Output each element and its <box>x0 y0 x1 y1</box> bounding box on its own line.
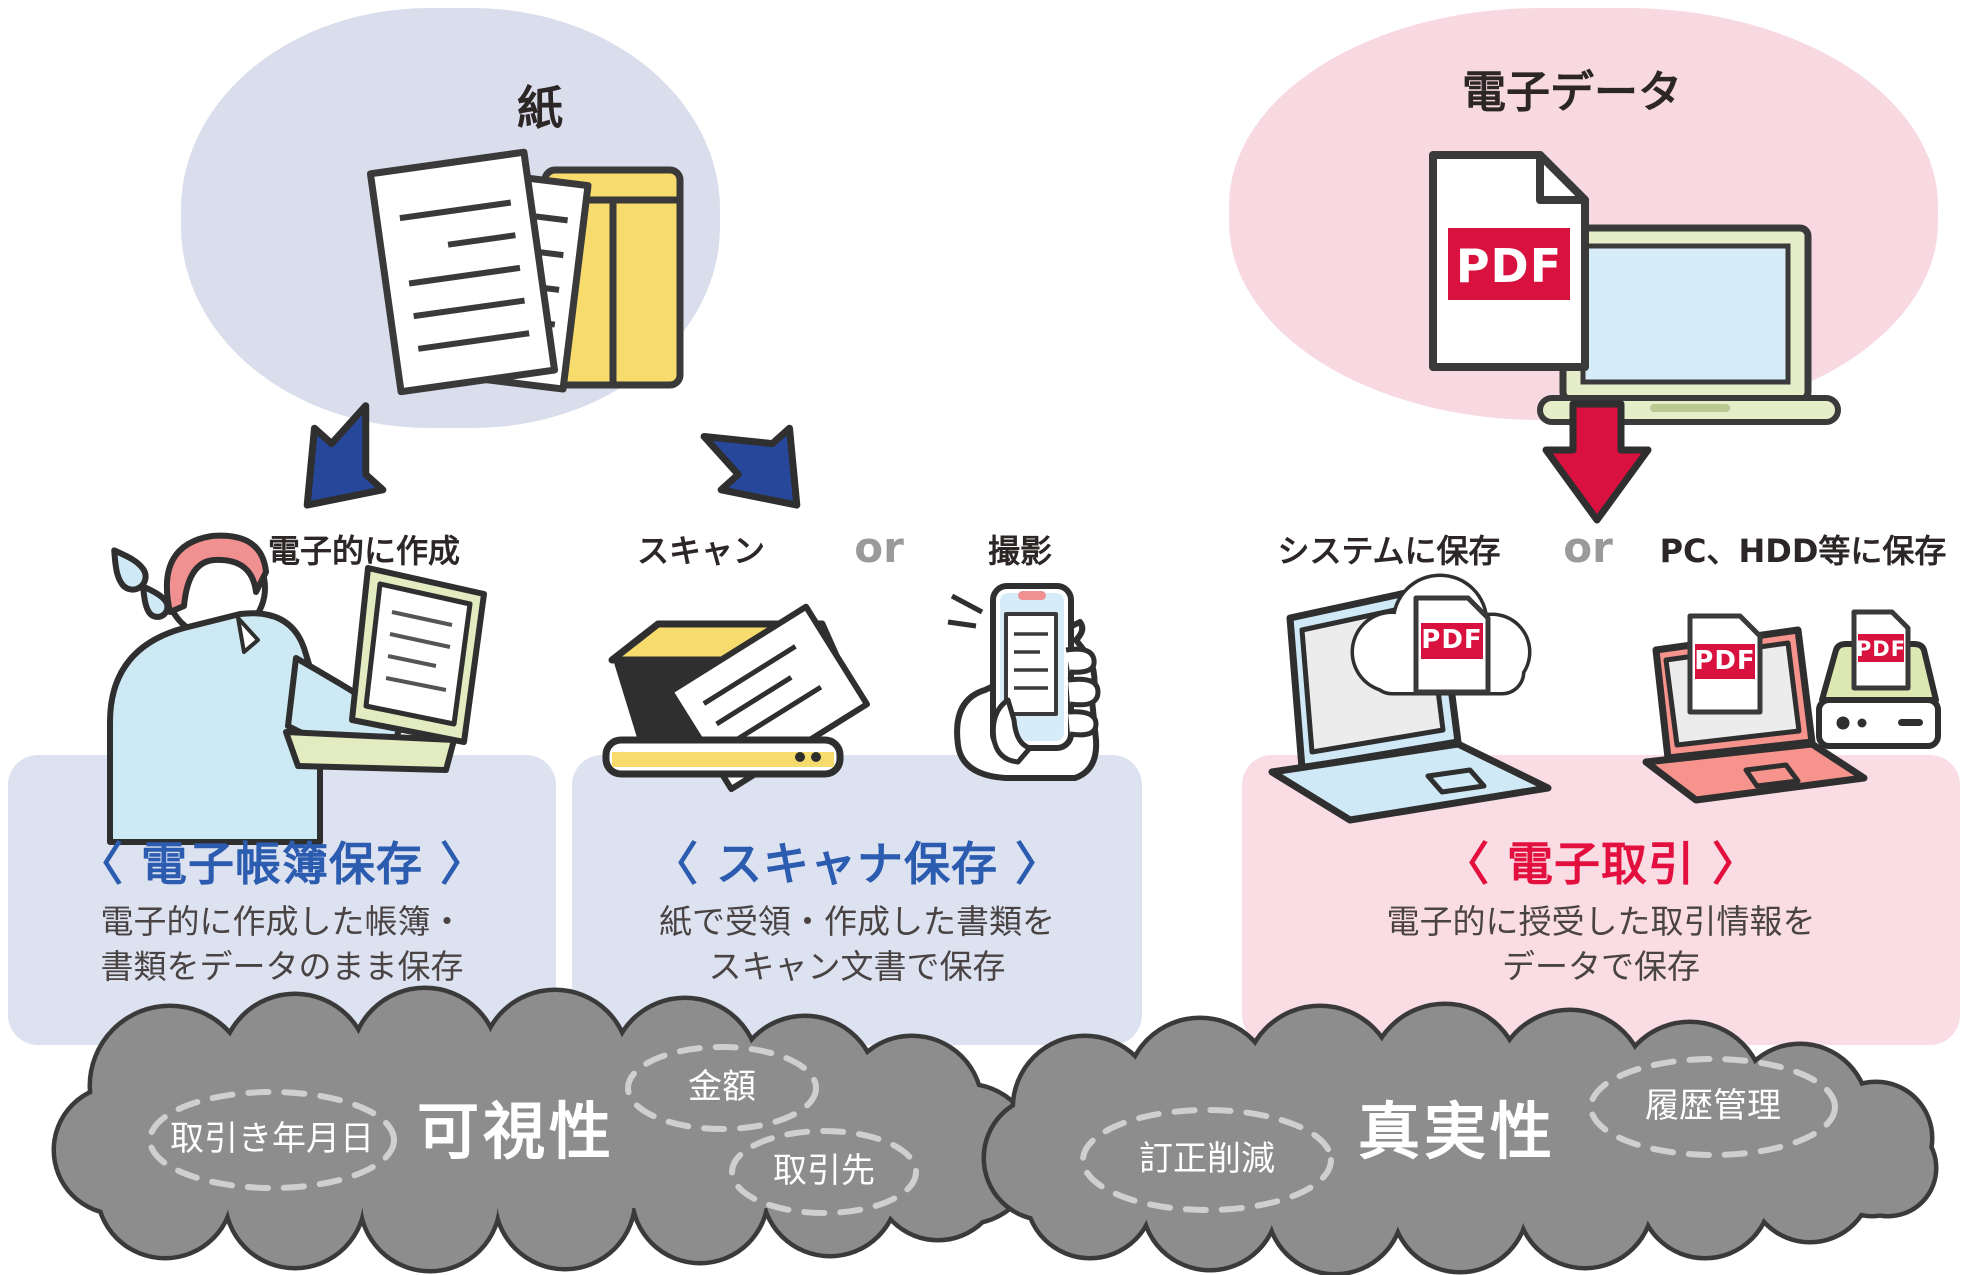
document-on-screen-icon <box>1004 612 1058 716</box>
or-label-left: or <box>854 523 904 572</box>
scanner-save-heading: 〈 スキャナ保存 〉 <box>651 837 1063 891</box>
laptop-icon-worker <box>283 565 487 773</box>
pdf-badge-main: PDF <box>1455 239 1563 293</box>
tag-amount: 金額 <box>688 1067 756 1107</box>
worker-illustration <box>107 532 487 845</box>
sweat-drop-icon <box>111 547 149 593</box>
pdf-file-icon-pc <box>1687 613 1763 715</box>
method-label-system: システムに保存 <box>1277 532 1501 570</box>
tag-transaction-date: 取引き年月日 <box>170 1119 374 1159</box>
worker-shirt <box>236 616 260 654</box>
denshi-chobo-heading: 〈 電子帳簿保存 〉 <box>76 837 488 891</box>
requirement-cloud-left <box>51 985 1039 1274</box>
hdd-icon <box>1816 609 1941 749</box>
scanner-save-box <box>572 755 1142 1045</box>
requirement-cloud-right <box>981 1001 1939 1275</box>
edata-source-label: 電子データ <box>1462 67 1682 118</box>
pdf-file-icon-hdd <box>1851 609 1911 691</box>
tag-oval-correction <box>1080 1107 1334 1213</box>
pdf-badge-cloud: PDF <box>1421 625 1483 655</box>
scanner-icon <box>602 603 870 793</box>
paper-sheet-front-icon <box>366 148 559 396</box>
denshi-torihiki-line1: 電子的に授受した取引情報を <box>1386 902 1816 941</box>
method-label-shoot: 撮影 <box>987 532 1053 570</box>
tag-oval-partner <box>729 1128 919 1216</box>
denshi-chobo-line1: 電子的に作成した帳簿・ <box>100 902 464 941</box>
camera-flash-marks-icon <box>947 593 984 629</box>
thumb-icon <box>990 697 1033 765</box>
paper-documents-icon <box>366 148 684 396</box>
smartphone-icon <box>947 583 1101 781</box>
method-label-scan: スキャン <box>636 532 766 570</box>
pdf-file-icon-main <box>1429 151 1589 371</box>
arrow-paper-to-scan-icon <box>700 424 801 509</box>
worker-body <box>107 610 323 845</box>
sweat-drop-icon <box>140 583 171 620</box>
scanner-save-line1: 紙で受領・作成した書類を <box>659 902 1055 941</box>
scanner-save-line2: スキャン文書で保存 <box>708 947 1006 986</box>
worker-hair <box>163 532 269 615</box>
denshi-torihiki-heading: 〈 電子取引 〉 <box>1442 837 1760 891</box>
pdf-badge-pc: PDF <box>1694 646 1756 676</box>
cloud-system-illustration <box>1268 573 1552 824</box>
tag-correction: 訂正削減 <box>1139 1139 1275 1179</box>
pdf-badge-hdd: PDF <box>1855 637 1907 661</box>
or-label-right: or <box>1563 523 1613 572</box>
fingers-icon <box>1065 646 1101 738</box>
method-label-create: 電子的に作成 <box>267 532 461 570</box>
denshi-torihiki-line2: データで保存 <box>1502 947 1700 986</box>
arrow-paper-to-create-icon <box>303 402 387 509</box>
tag-oval-amount <box>625 1044 819 1132</box>
visibility-title: 可視性 <box>416 1095 616 1168</box>
authenticity-title: 真実性 <box>1357 1095 1557 1168</box>
denshi-chobo-line2: 書類をデータのまま保存 <box>100 947 464 986</box>
tag-oval-history <box>1588 1056 1838 1158</box>
tag-history: 履歴管理 <box>1645 1086 1781 1126</box>
edata-illustration <box>1429 151 1841 425</box>
pdf-file-icon-cloud <box>1413 595 1491 695</box>
paper-source-label: 紙 <box>517 81 563 135</box>
dashed-tag-ovals <box>147 1044 1838 1216</box>
tag-oval-date <box>147 1089 397 1191</box>
arrow-edata-down-icon <box>1542 400 1652 524</box>
method-label-pc-hdd: PC、HDD等に保存 <box>1659 532 1947 570</box>
tag-partner: 取引先 <box>773 1151 875 1191</box>
